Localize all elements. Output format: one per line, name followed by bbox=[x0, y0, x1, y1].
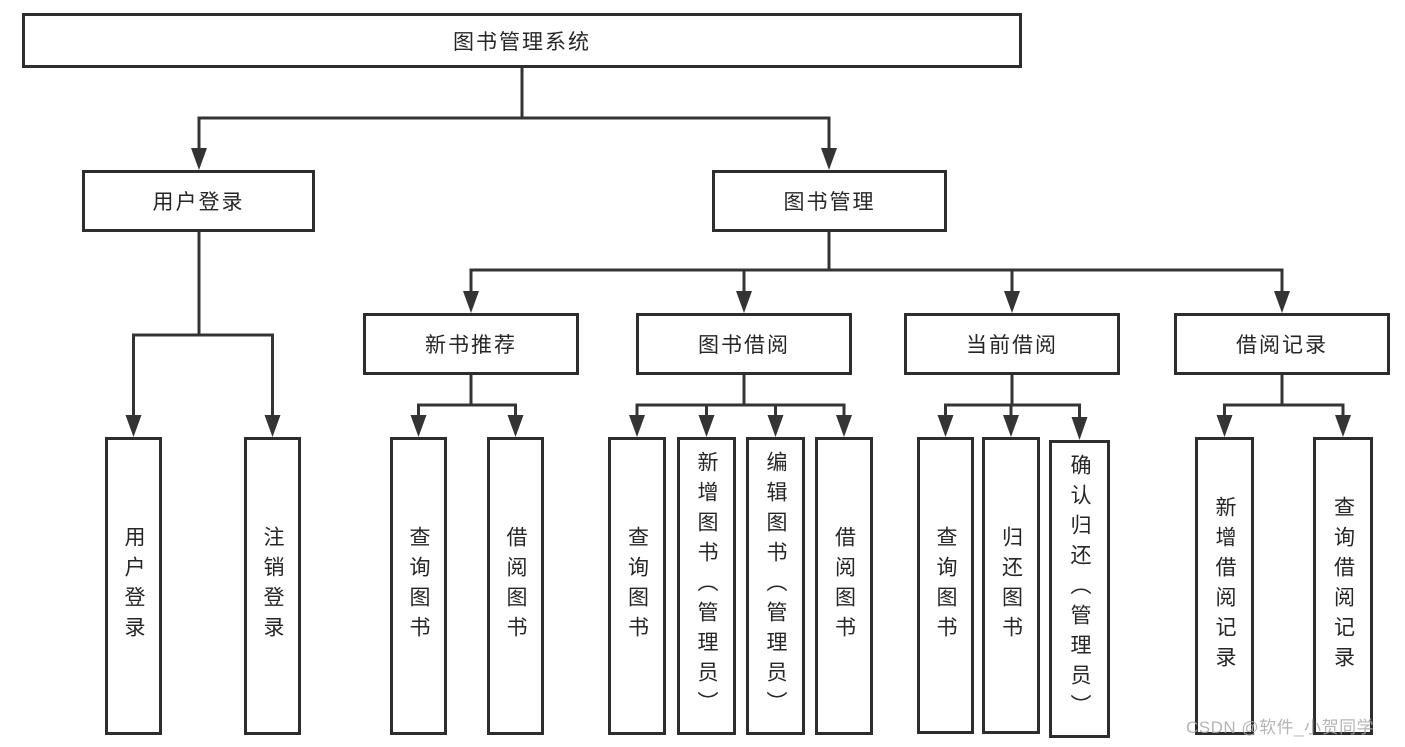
node-label: 编辑图书（管理员） bbox=[764, 451, 787, 721]
node-user-login: 用户登录 bbox=[82, 170, 315, 232]
node-label: 新增图书（管理员） bbox=[695, 451, 718, 721]
node-label: 借阅图书 bbox=[832, 526, 856, 646]
node-label: 确认归还（管理员） bbox=[1068, 454, 1091, 724]
node-book-management: 图书管理 bbox=[712, 170, 947, 232]
node-label: 查询图书 bbox=[625, 526, 649, 646]
node-label: 当前借阅 bbox=[966, 334, 1058, 357]
leaf-query-books-current: 查询图书 bbox=[917, 437, 974, 734]
node-label: 图书管理系统 bbox=[453, 30, 591, 54]
leaf-user-login: 用户登录 bbox=[105, 437, 162, 735]
node-label: 借阅记录 bbox=[1236, 334, 1328, 357]
leaf-add-books-admin: 新增图书（管理员） bbox=[677, 437, 736, 735]
node-new-book-recommend: 新书推荐 bbox=[363, 313, 579, 375]
leaf-borrow-books: 借阅图书 bbox=[815, 437, 873, 735]
leaf-query-borrow-record: 查询借阅记录 bbox=[1313, 437, 1373, 735]
leaf-add-borrow-record: 新增借阅记录 bbox=[1195, 437, 1254, 735]
node-label: 查询图书 bbox=[934, 525, 957, 646]
node-label: 查询借阅记录 bbox=[1331, 496, 1355, 676]
node-label: 新增借阅记录 bbox=[1213, 496, 1236, 676]
node-library-system-root: 图书管理系统 bbox=[22, 13, 1022, 68]
node-label: 新书推荐 bbox=[425, 334, 517, 357]
node-borrow-records: 借阅记录 bbox=[1174, 313, 1390, 375]
csdn-watermark: CSDN @软件_小贺同学 bbox=[1186, 718, 1375, 737]
node-label: 图书借阅 bbox=[698, 334, 790, 357]
leaf-borrow-books-recommend: 借阅图书 bbox=[487, 437, 544, 735]
node-label: 归还图书 bbox=[999, 525, 1023, 646]
node-label: 用户登录 bbox=[122, 526, 145, 646]
node-current-borrow: 当前借阅 bbox=[904, 313, 1120, 375]
node-label: 图书管理 bbox=[783, 191, 876, 214]
node-label: 查询图书 bbox=[407, 526, 430, 646]
leaf-query-books-recommend: 查询图书 bbox=[390, 437, 447, 735]
node-label: 借阅图书 bbox=[504, 526, 527, 646]
leaf-edit-books-admin: 编辑图书（管理员） bbox=[746, 437, 805, 735]
node-label: 注销登录 bbox=[261, 526, 284, 646]
node-book-borrow: 图书借阅 bbox=[636, 313, 852, 375]
leaf-return-books: 归还图书 bbox=[982, 437, 1040, 734]
leaf-logout: 注销登录 bbox=[244, 437, 301, 735]
leaf-confirm-return-admin: 确认归还（管理员） bbox=[1049, 440, 1110, 738]
node-label: 用户登录 bbox=[152, 191, 245, 214]
leaf-query-books-borrow: 查询图书 bbox=[608, 437, 666, 735]
